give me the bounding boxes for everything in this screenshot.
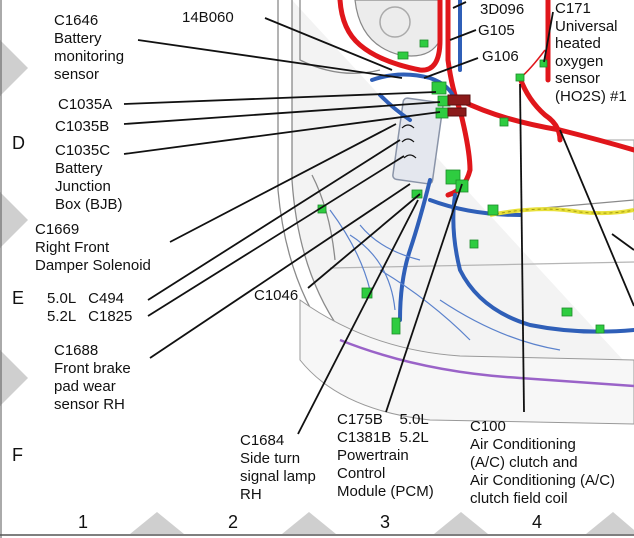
row-marker-e: E <box>12 288 25 308</box>
callout-c1669: C1669 Right Front Damper Solenoid <box>35 221 151 274</box>
callout-c494-c1825: 5.0L C494 5.2L C1825 <box>47 290 133 325</box>
callout-c1684: C1684 Side turn signal lamp RH <box>240 432 316 503</box>
column-arrow <box>282 512 336 534</box>
red-connector-block <box>447 94 471 106</box>
callout-c171: C171 Universal heated oxygen sensor (HO2… <box>555 0 627 105</box>
purple-harness <box>339 338 634 388</box>
callout-c1688: C1688 Front brake pad wear sensor RH <box>54 342 131 413</box>
front-bumper <box>299 299 634 425</box>
column-arrow <box>586 512 634 534</box>
leader-lines <box>123 1 634 435</box>
zone-arrow <box>0 192 28 248</box>
callout-3d096: 3D096 <box>480 1 525 18</box>
callout-c1035b: C1035B <box>55 118 110 135</box>
column-marker-3: 3 <box>380 512 391 532</box>
column-marker-2: 2 <box>228 512 239 532</box>
callout-c1646: C1646 Battery monitoring sensor <box>54 12 125 83</box>
headlamp-area <box>354 0 441 57</box>
zone-arrow <box>0 350 28 406</box>
row-marker-f: F <box>12 445 23 465</box>
column-arrow <box>130 512 184 534</box>
zone-arrow <box>0 40 28 96</box>
column-arrow <box>434 512 488 534</box>
callout-g106: G106 <box>482 48 519 65</box>
battery-junction-box <box>392 97 444 185</box>
callout-c100: C100 Air Conditioning (A/C) clutch and A… <box>470 418 616 507</box>
callout-c1035c: C1035C Battery Junction Box (BJB) <box>55 142 123 213</box>
callout-14b060: 14B060 <box>182 9 234 26</box>
blue-harness <box>370 0 634 334</box>
callout-c175b-c1381b: C175B 5.0L C1381B 5.2L Powertrain Contro… <box>337 411 434 500</box>
callout-c1046: C1046 <box>254 287 299 304</box>
connectors <box>317 39 605 335</box>
callout-c1035a: C1035A <box>58 96 113 113</box>
column-marker-4: 4 <box>532 512 543 532</box>
column-marker-1: 1 <box>78 512 89 532</box>
callout-g105: G105 <box>478 22 515 39</box>
row-marker-d: D <box>12 133 25 153</box>
